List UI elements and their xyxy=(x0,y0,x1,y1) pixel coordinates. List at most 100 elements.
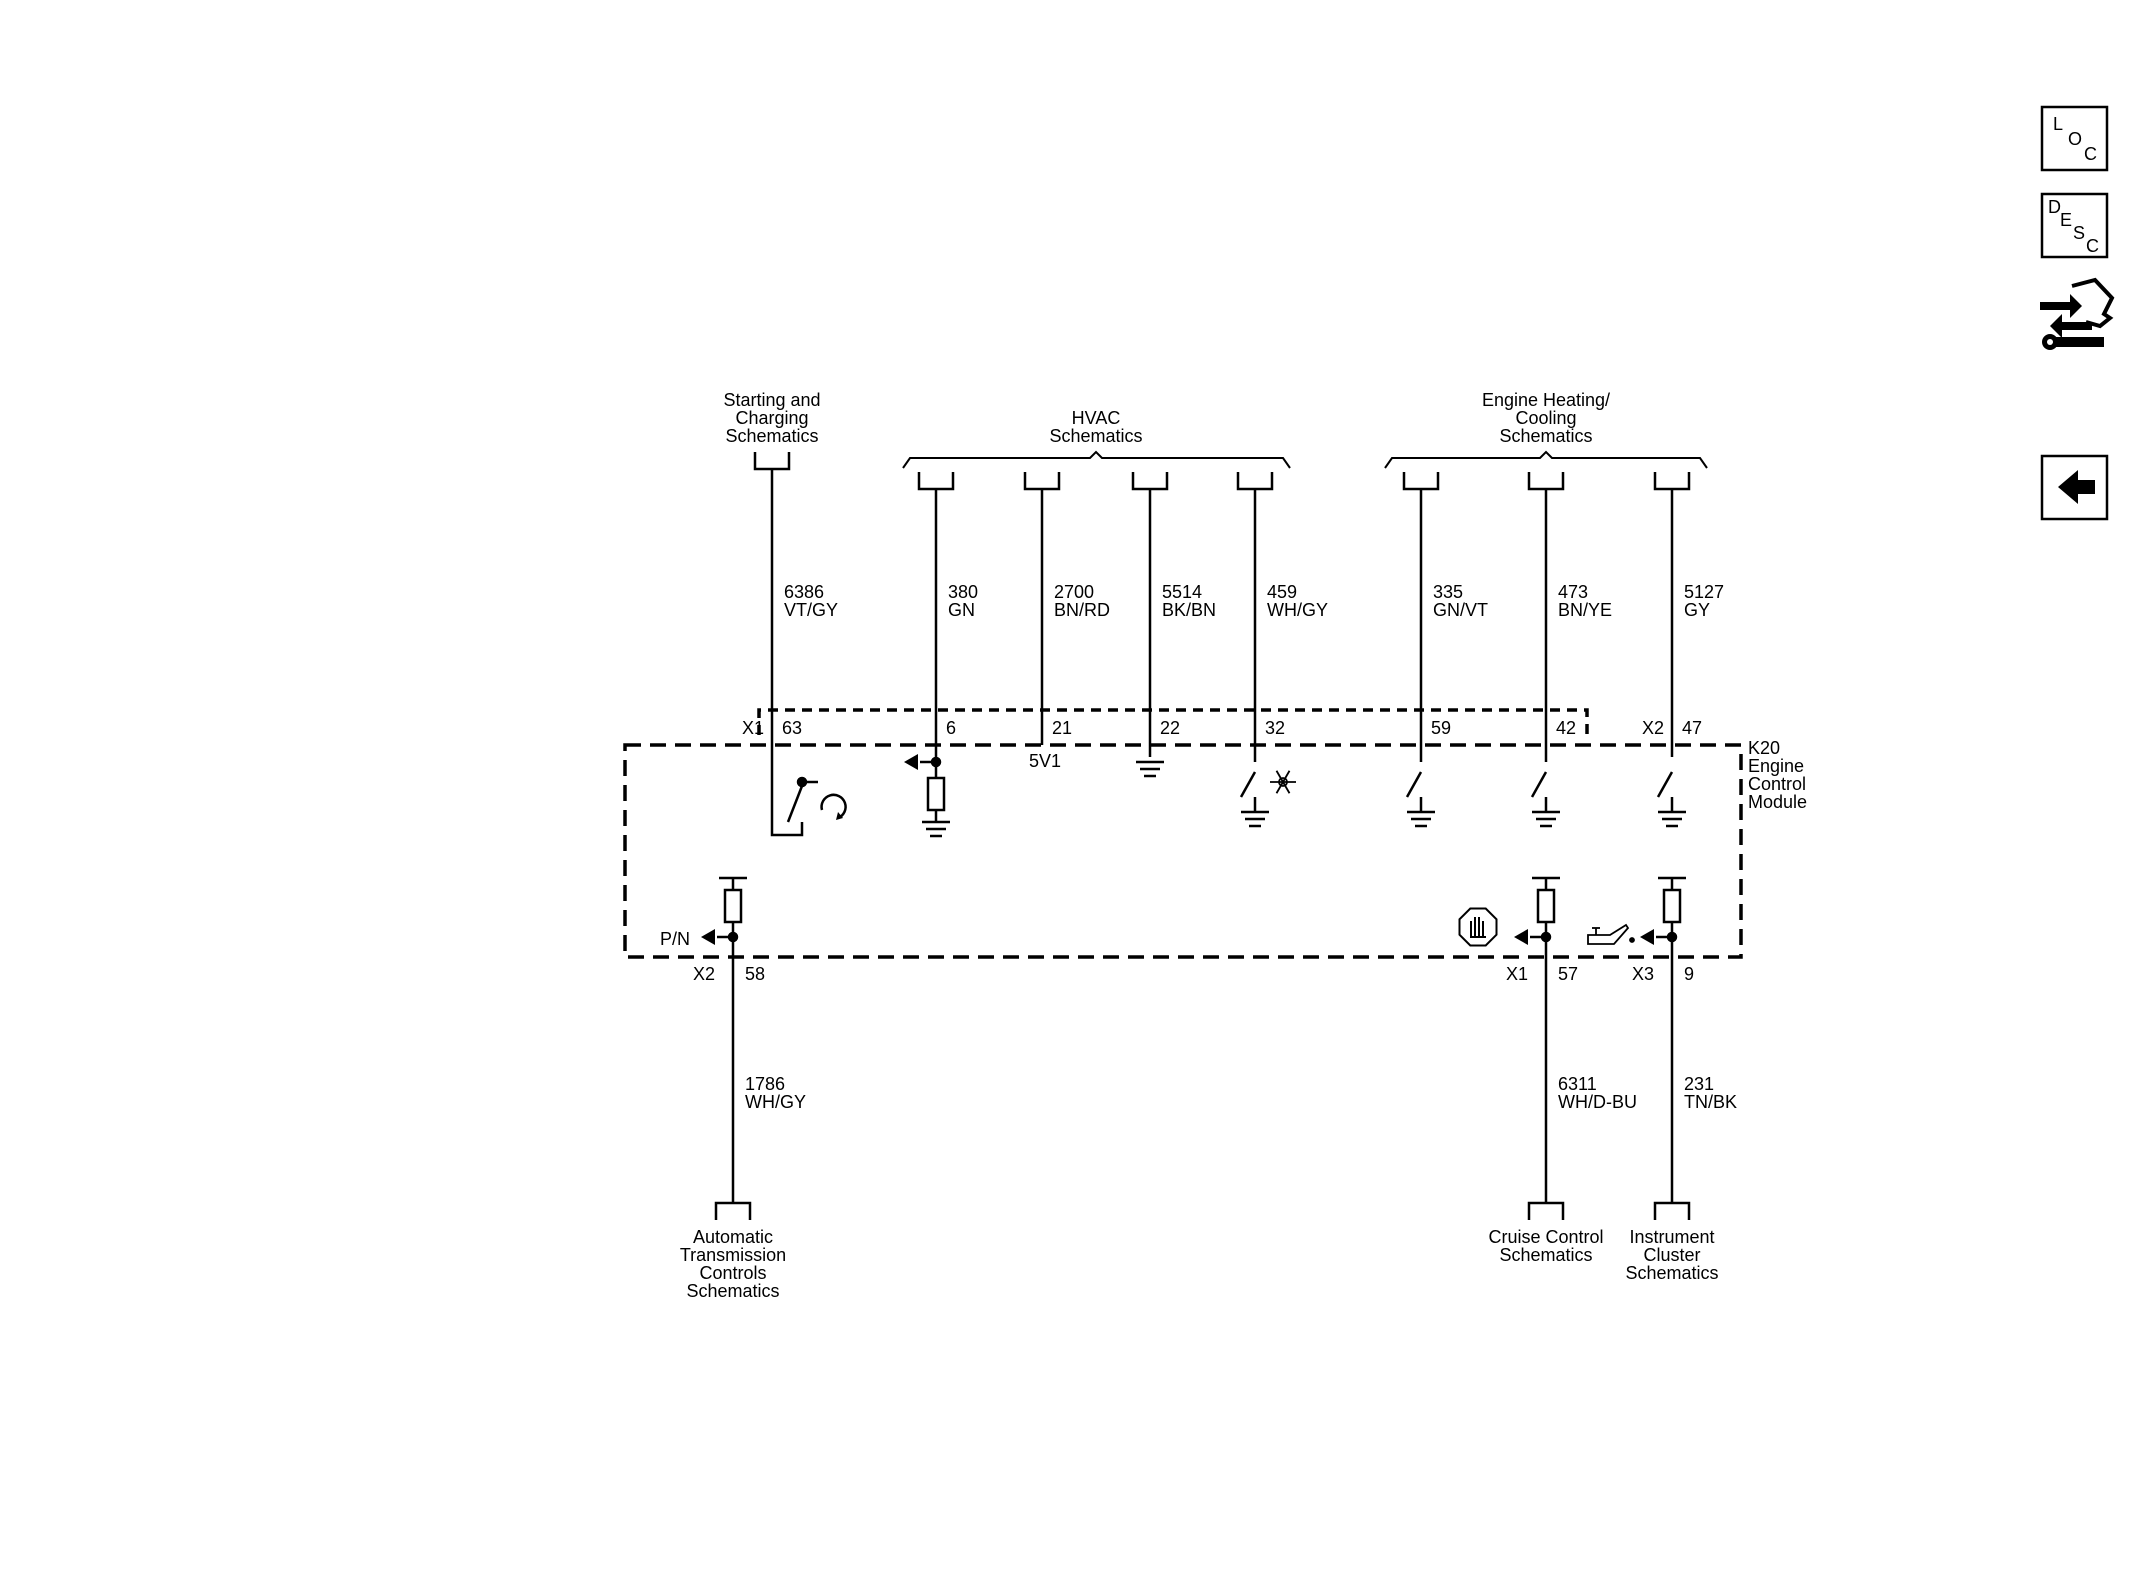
pin-number: 21 xyxy=(1052,718,1072,738)
wire-color: GN/VT xyxy=(1433,600,1488,620)
connector-id: X2 xyxy=(1642,718,1664,738)
engine-heating-brace xyxy=(1384,450,1708,469)
pin-number: 32 xyxy=(1265,718,1285,738)
destination-label: Schematics xyxy=(1499,1245,1592,1265)
svg-text:D: D xyxy=(2048,197,2061,217)
hvac-brace xyxy=(902,450,1291,469)
connector-hvac-459 xyxy=(1236,472,1274,491)
wire-trans: 58X21786WH/GYAutomaticTransmissionContro… xyxy=(680,935,806,1301)
svg-text:L: L xyxy=(2053,114,2063,134)
connector-hvac-380 xyxy=(917,472,955,491)
connector-id: X1 xyxy=(1506,964,1528,984)
svg-text:Starting and: Starting and xyxy=(723,390,820,410)
circuit-number: 2700 xyxy=(1054,582,1094,602)
switch-pin59 xyxy=(1405,771,1435,828)
pullup-resistor-pin57 xyxy=(1514,876,1560,945)
pin-number: 6 xyxy=(946,718,956,738)
pin-number: 63 xyxy=(782,718,802,738)
engine-control-module-boundary xyxy=(623,743,1743,959)
wire-color: VT/GY xyxy=(784,600,838,620)
hvac-label: HVAC Schematics xyxy=(1049,408,1142,446)
cruise-hand-icon xyxy=(1458,907,1498,947)
park-neutral-label: P/N xyxy=(660,929,690,949)
svg-text:Control: Control xyxy=(1748,774,1806,794)
wire-color: GN xyxy=(948,600,975,620)
svg-text:Schematics: Schematics xyxy=(1499,426,1592,446)
wrench-arrows-icon xyxy=(2040,277,2115,350)
svg-text:Engine: Engine xyxy=(1748,756,1804,776)
circuit-number: 473 xyxy=(1558,582,1588,602)
circuit-number: 335 xyxy=(1433,582,1463,602)
pin-number: 42 xyxy=(1556,718,1576,738)
pullup-resistor-pin9 xyxy=(1640,876,1686,945)
svg-text:Schematics: Schematics xyxy=(725,426,818,446)
svg-text:S: S xyxy=(2073,223,2085,243)
engine-heating-label: Engine Heating/ Cooling Schematics xyxy=(1482,390,1610,446)
loc-icon: L O C xyxy=(2053,114,2097,164)
svg-text:C: C xyxy=(2086,236,2099,256)
pin-number: 57 xyxy=(1558,964,1578,984)
circuit-number: 6386 xyxy=(784,582,824,602)
loc-button[interactable]: L O C xyxy=(2040,105,2109,172)
destination-label: Schematics xyxy=(1625,1263,1718,1283)
svg-text:Charging: Charging xyxy=(735,408,808,428)
pin-number: 58 xyxy=(745,964,765,984)
destination-label: Cluster xyxy=(1643,1245,1700,1265)
wire-color: BN/YE xyxy=(1558,600,1612,620)
back-button[interactable] xyxy=(2040,454,2109,521)
circuit-number: 231 xyxy=(1684,1074,1714,1094)
wire-color: WH/GY xyxy=(1267,600,1328,620)
destination-label: Controls xyxy=(699,1263,766,1283)
pin-number: 9 xyxy=(1684,964,1694,984)
connector-engine-473 xyxy=(1527,472,1565,491)
pullup-resistor-pin58 xyxy=(701,876,747,945)
destination-label: Transmission xyxy=(680,1245,786,1265)
circuit-number: 459 xyxy=(1267,582,1297,602)
circuit-number: 380 xyxy=(948,582,978,602)
internal-layer xyxy=(701,754,1686,947)
circuit-number: 1786 xyxy=(745,1074,785,1094)
reference-voltage-label: 5V1 xyxy=(1029,751,1061,771)
pulldown-resistor-pin6 xyxy=(904,754,950,838)
circuit-number: 6311 xyxy=(1558,1074,1597,1094)
circuit-number: 5514 xyxy=(1162,582,1202,602)
connector-starting xyxy=(753,452,791,471)
pin-number: 22 xyxy=(1160,718,1180,738)
svg-text:C: C xyxy=(2084,144,2097,164)
svg-text:O: O xyxy=(2068,129,2082,149)
ground-pin22 xyxy=(1136,760,1164,778)
snowflake-icon xyxy=(1270,770,1296,794)
connector-engine-5127 xyxy=(1653,472,1691,491)
switch-pin42 xyxy=(1530,771,1560,828)
starting-charging-label: Starting and Charging Schematics xyxy=(723,390,820,446)
connector-id: X3 xyxy=(1632,964,1654,984)
desc-button[interactable]: D E S C xyxy=(2040,192,2109,259)
svg-text:Schematics: Schematics xyxy=(1049,426,1142,446)
ac-request-switch xyxy=(1239,771,1269,828)
connector-id: X2 xyxy=(693,964,715,984)
wire-color: GY xyxy=(1684,600,1710,620)
svg-text:Engine Heating/: Engine Heating/ xyxy=(1482,390,1610,410)
connector-trans xyxy=(714,1201,752,1220)
connector-engine-335 xyxy=(1402,472,1440,491)
crank-switch-symbol xyxy=(770,757,847,837)
destination-label: Cruise Control xyxy=(1488,1227,1603,1247)
wire-color: WH/D-BU xyxy=(1558,1092,1637,1112)
wire-color: BN/RD xyxy=(1054,600,1110,620)
svg-text:HVAC: HVAC xyxy=(1072,408,1121,428)
pin-number: 59 xyxy=(1431,718,1451,738)
wire-color: BK/BN xyxy=(1162,600,1216,620)
switch-pin47 xyxy=(1656,771,1686,828)
diagnostic-tools-button[interactable] xyxy=(2040,277,2115,350)
svg-text:K20: K20 xyxy=(1748,738,1780,758)
destination-label: Instrument xyxy=(1629,1227,1714,1247)
destination-label: Schematics xyxy=(686,1281,779,1301)
module-name-label: K20 Engine Control Module xyxy=(1748,738,1807,812)
